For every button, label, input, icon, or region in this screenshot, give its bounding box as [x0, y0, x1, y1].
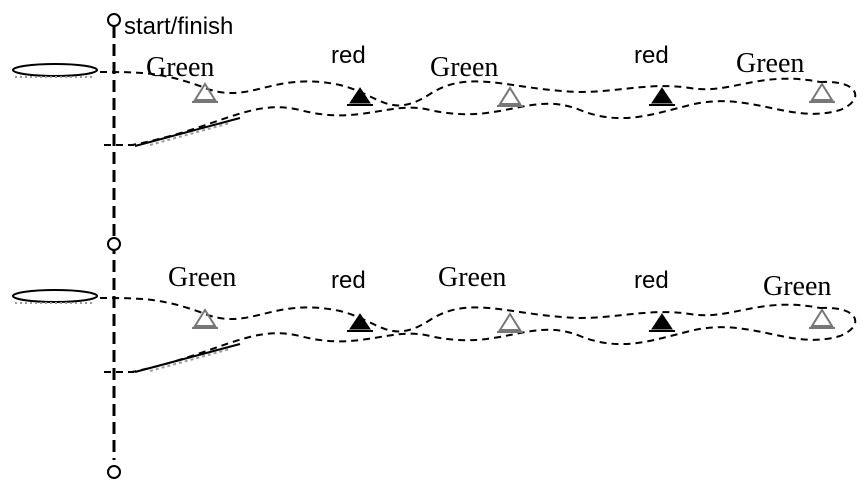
buoy-icon: [809, 82, 835, 103]
track-out: [99, 297, 821, 333]
start-finish-label: start/finish: [124, 13, 233, 40]
marker-label: red: [331, 267, 366, 294]
marker-label: red: [634, 42, 669, 69]
buoy-icon: [649, 87, 675, 106]
buoy-icon: [192, 82, 218, 103]
lane-1: Green red Green red Green: [12, 42, 857, 147]
marker-label: Green: [168, 262, 236, 293]
marker-label: Green: [146, 52, 214, 83]
buoy-icon: [347, 87, 373, 106]
start-circle-middle: [107, 237, 121, 251]
buoy-icon: [347, 313, 373, 332]
lane-2: Green red Green red Green: [12, 262, 857, 373]
track-return: [131, 80, 857, 146]
marker-label: red: [634, 267, 669, 294]
boat-icon: [12, 289, 98, 304]
marker-label: Green: [430, 52, 498, 83]
boat-icon: [12, 63, 98, 78]
start-circle-top: [107, 13, 121, 27]
track-return: [131, 306, 857, 373]
marker-label: Green: [763, 271, 831, 302]
buoy-icon: [497, 312, 523, 333]
marker-label: Green: [438, 262, 506, 293]
buoy-icon: [497, 86, 523, 107]
track-out: [99, 71, 821, 107]
marker-label: red: [331, 42, 366, 69]
buoy-icon: [192, 308, 218, 329]
marker-label: Green: [736, 48, 804, 79]
buoy-icon: [809, 308, 835, 329]
buoy-icon: [649, 313, 675, 332]
boat-icon-return: [134, 117, 241, 147]
boat-icon-return: [134, 343, 241, 373]
start-circle-bottom: [107, 465, 121, 479]
